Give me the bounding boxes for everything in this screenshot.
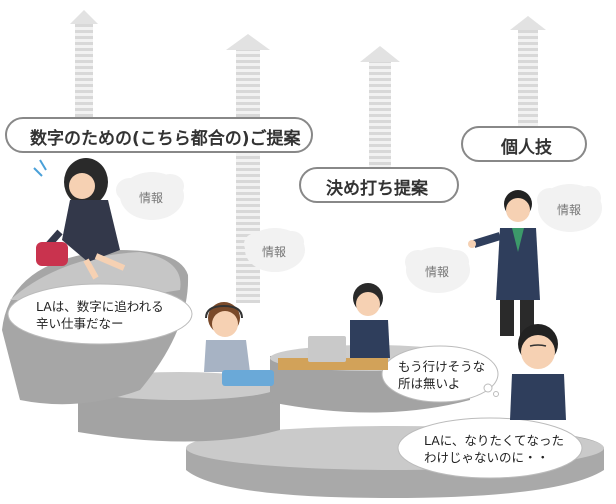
info-label-2: 情報 — [262, 245, 287, 259]
skill-label: 個人技 — [501, 138, 552, 158]
laptop-woman-figure — [278, 283, 390, 370]
info-label-3: 情報 — [425, 265, 450, 279]
speech-bubbles — [7, 283, 583, 479]
label-pills — [5, 117, 587, 203]
info-label-4: 情報 — [557, 203, 582, 217]
info-cloud-1 — [116, 172, 184, 220]
info-cloud-3 — [405, 247, 470, 293]
decide-label: 決め打ち提案 — [326, 179, 428, 199]
speech-bubble-no-place — [381, 345, 499, 403]
info-cloud-2 — [244, 228, 305, 272]
info-cloud-4 — [537, 184, 602, 232]
speech-not-wanted-text: LAに、なりたくてなった わけじゃないのに・・ — [424, 433, 565, 465]
arrow-up-1 — [70, 10, 98, 122]
speech-no-place-text: もう行けそうな 所は無いよ — [398, 359, 486, 391]
label-proposal-pill — [5, 117, 313, 153]
woman-running-figure — [33, 158, 126, 280]
worried-businessman-figure — [510, 324, 566, 420]
info-label-1: 情報 — [139, 191, 164, 205]
businessman-pointing-figure — [468, 190, 540, 336]
arrow-up-3 — [360, 46, 400, 175]
speech-bubble-la-hard — [7, 283, 193, 345]
speech-la-hard-text: LAは、数字に追われる 辛い仕事だなー — [36, 299, 164, 331]
info-clouds — [116, 172, 602, 293]
operator-woman-figure — [204, 302, 274, 386]
label-skill-pill — [461, 126, 587, 162]
label-decide-pill — [299, 167, 459, 203]
proposal-label: 数字のための(こちら都合の)ご提案 — [30, 129, 301, 149]
arrow-up-4 — [510, 16, 546, 126]
